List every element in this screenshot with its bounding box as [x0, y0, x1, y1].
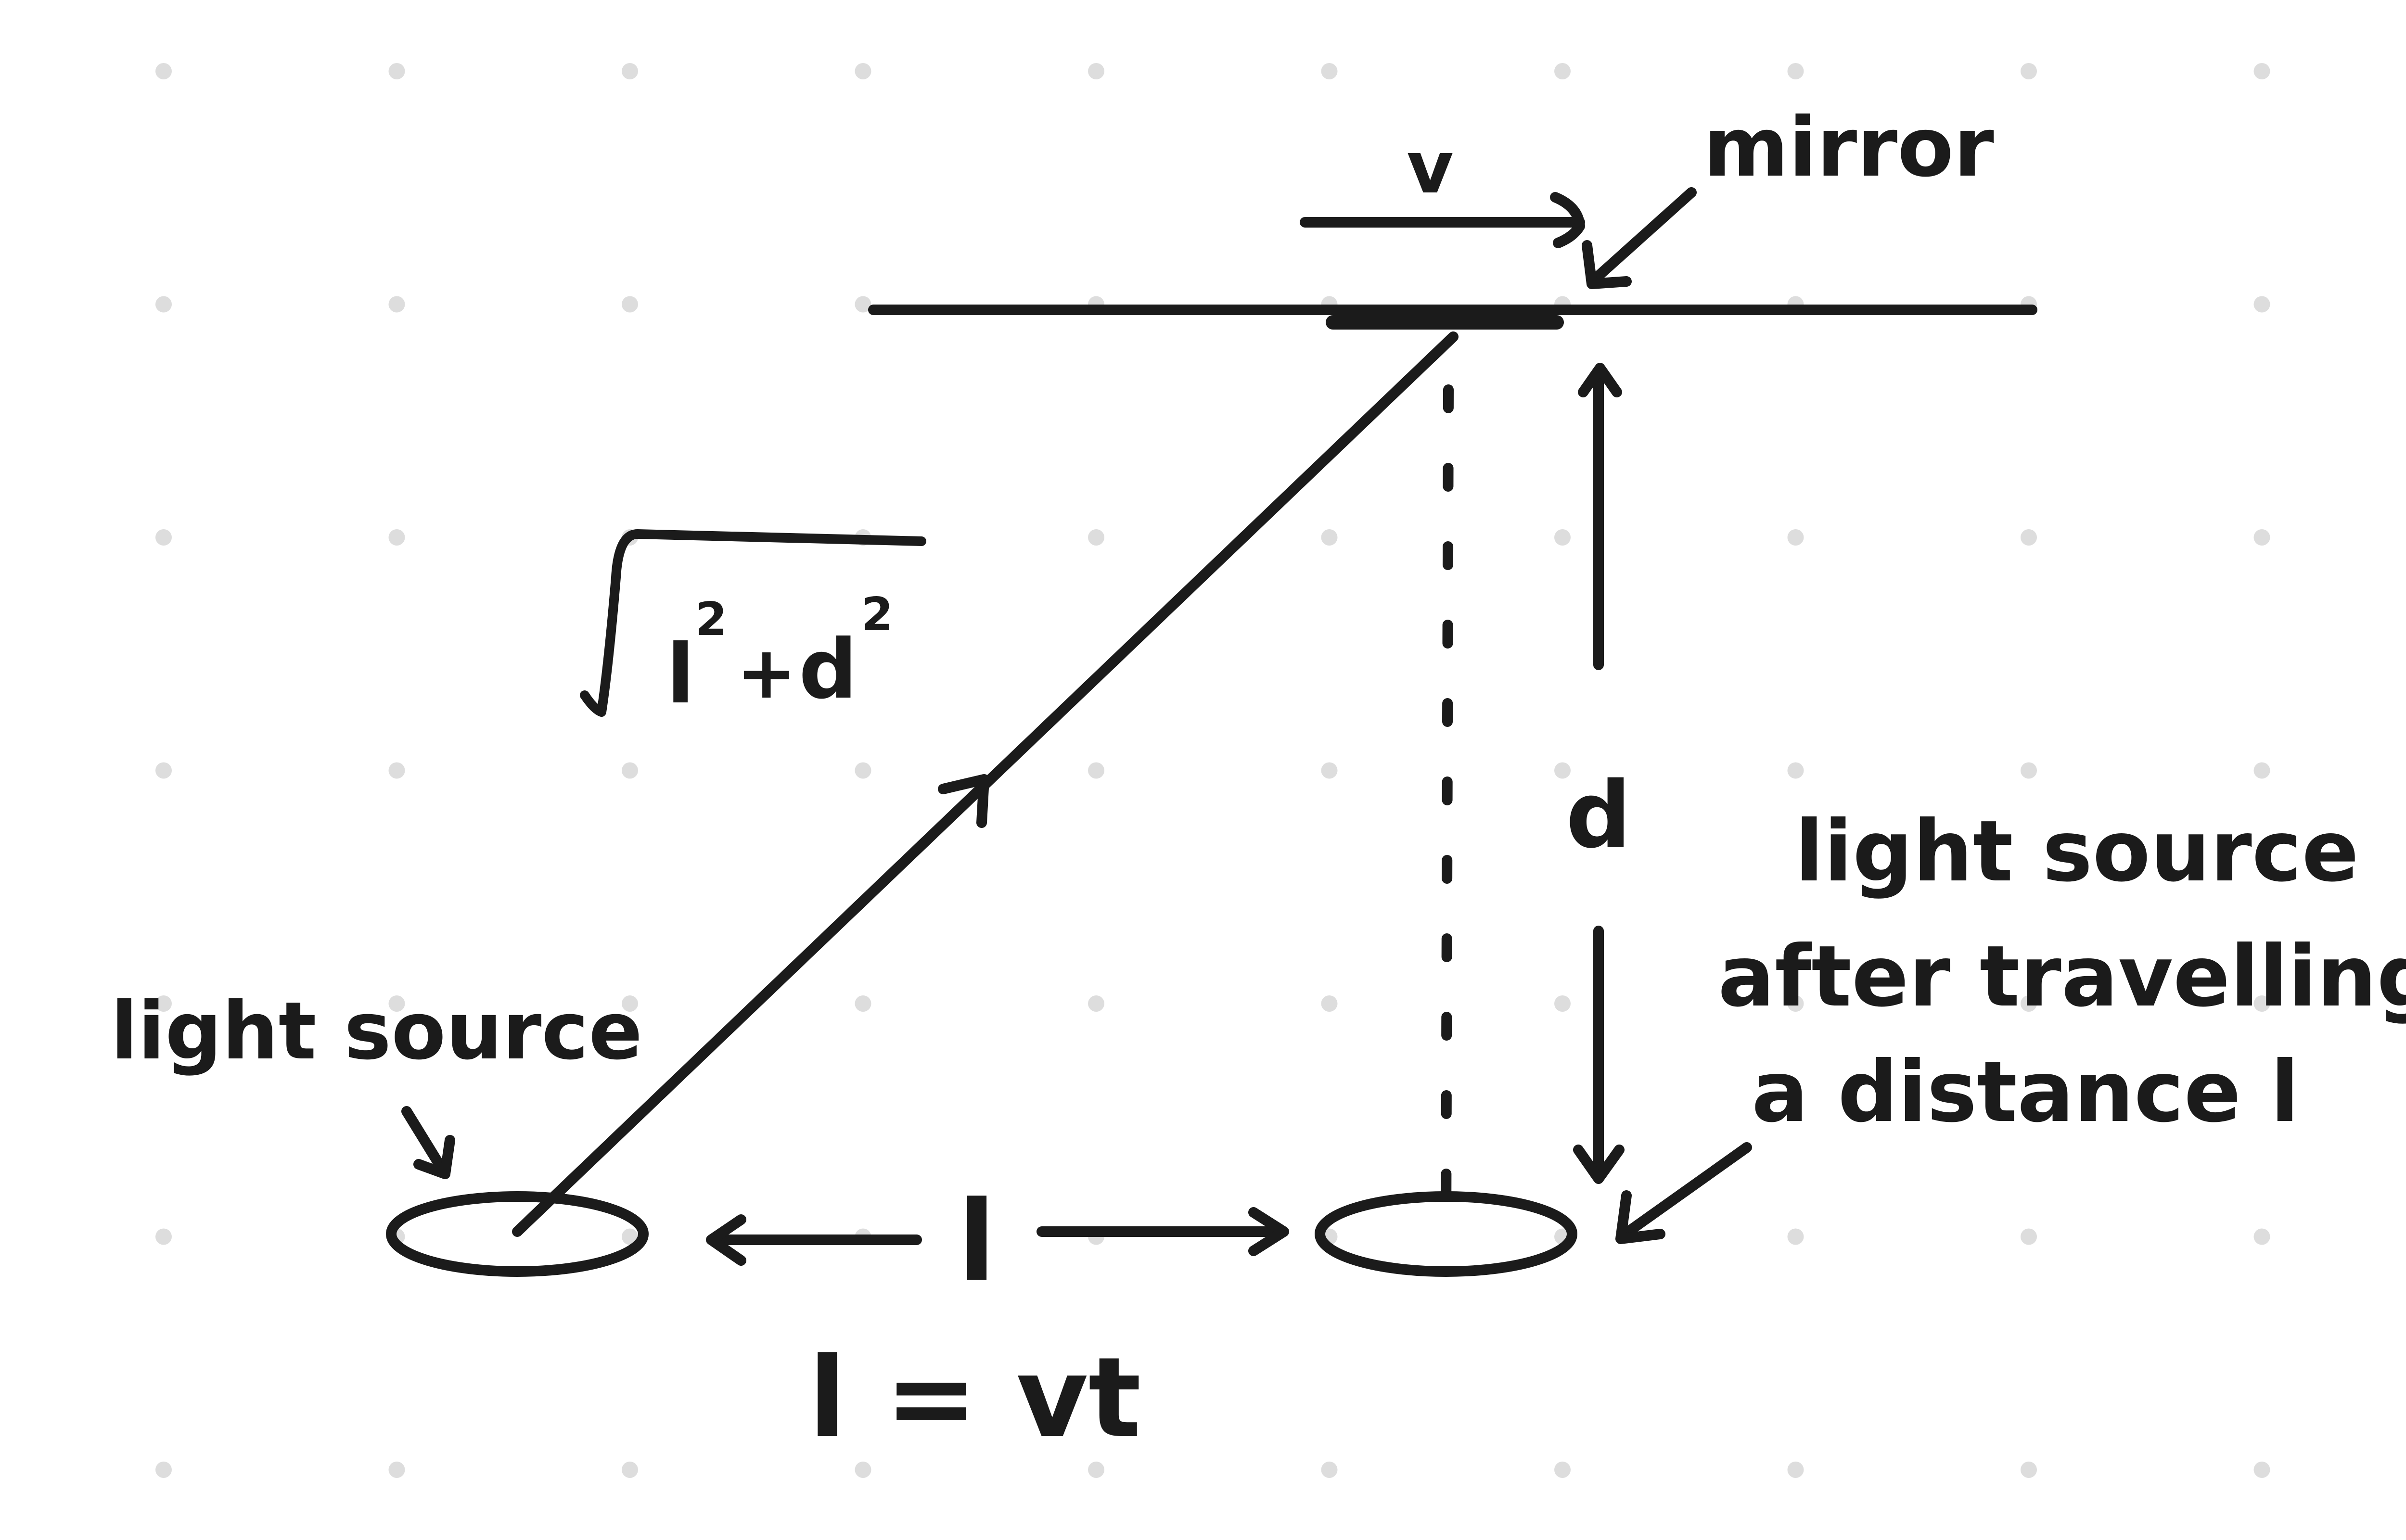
grid-dot [2021, 63, 2037, 79]
light-source-right-ellipse [1315, 1191, 1577, 1277]
grid-dot [1554, 63, 1571, 79]
grid-dot [2253, 995, 2270, 1012]
light-source-left-pointer-arrowhead-icon [413, 1135, 455, 1179]
light-source-right-label-line2: after travelling [1718, 928, 2406, 1026]
hypotenuse-d-label: d [799, 622, 857, 717]
grid-dot [1088, 1462, 1104, 1478]
grid-dot [855, 1462, 871, 1478]
grid-dot [2253, 762, 2270, 779]
light-source-right-label-line1: light source [1795, 803, 2359, 901]
mirror-label: mirror [1703, 100, 1994, 195]
grid-dot [1088, 63, 1104, 79]
light-ray-arrowhead-icon [938, 774, 989, 828]
grid-dot [2253, 1228, 2270, 1245]
grid-dot [155, 762, 172, 779]
equation-label: l = vt [808, 1334, 1141, 1463]
grid-dot [1554, 1462, 1571, 1478]
distance-l-arrowhead-right-icon [1248, 1207, 1289, 1256]
square-root-symbol-icon [580, 529, 926, 717]
hypotenuse-exponent-l-label: 2 [695, 593, 727, 646]
grid-dot [155, 529, 172, 546]
light-source-left-ellipse [386, 1191, 649, 1277]
grid-dot [2253, 63, 2270, 79]
grid-dot [2253, 1462, 2270, 1478]
grid-dot [1787, 1462, 1804, 1478]
grid-dot [1787, 1228, 1804, 1245]
mirror-pointer-arrow [1592, 187, 1697, 282]
grid-dot [155, 63, 172, 79]
hypotenuse-plus-label: + [736, 631, 797, 715]
grid-dot [1554, 762, 1571, 779]
grid-dot [2253, 529, 2270, 546]
distance-d-label: d [1566, 762, 1631, 868]
grid-dot [388, 762, 405, 779]
grid-dot [622, 1228, 638, 1245]
grid-dot [2021, 1462, 2037, 1478]
grid-dot [1088, 762, 1104, 779]
grid-dot [155, 1462, 172, 1478]
grid-dot [388, 1462, 405, 1478]
vertical-dashed-line [1441, 384, 1454, 1239]
grid-dot [1554, 529, 1571, 546]
grid-dot [155, 995, 172, 1012]
grid-dot [1088, 529, 1104, 546]
grid-dot [622, 762, 638, 779]
grid-dot [1088, 995, 1104, 1012]
grid-dot [1787, 63, 1804, 79]
velocity-label: v [1407, 126, 1454, 210]
grid-dot [388, 296, 405, 313]
grid-dot [622, 296, 638, 313]
grid-dot [155, 1228, 172, 1245]
grid-dot [2253, 296, 2270, 313]
hypotenuse-exponent-d-label: 2 [861, 588, 893, 641]
grid-dot [1787, 762, 1804, 779]
grid-dot [2021, 529, 2037, 546]
grid-dot [1321, 63, 1338, 79]
grid-dot [1321, 995, 1338, 1012]
grid-dot [2021, 995, 2037, 1012]
velocity-arrowhead-icon [1550, 192, 1585, 248]
grid-dot [1321, 762, 1338, 779]
grid-dot [1787, 995, 1804, 1012]
grid-dot [855, 296, 871, 313]
distance-d-arrowhead-up-icon [1578, 363, 1622, 397]
light-source-left-label: light source [111, 985, 642, 1077]
light-source-right-pointer [1616, 1142, 1752, 1242]
grid-dot [1321, 1462, 1338, 1478]
grid-dot [622, 1462, 638, 1478]
distance-l-label: l [958, 1178, 996, 1306]
grid-dot [388, 63, 405, 79]
grid-dot [2021, 762, 2037, 779]
grid-dot [1554, 995, 1571, 1012]
distance-d-arrowhead-down-icon [1573, 1145, 1625, 1184]
light-source-right-pointer-arrowhead-icon [1615, 1190, 1665, 1244]
grid-dot [2021, 1228, 2037, 1245]
grid-dot [155, 296, 172, 313]
grid-dot [388, 529, 405, 546]
grid-dot [622, 995, 638, 1012]
grid-dot [388, 995, 405, 1012]
distance-l-arrowhead-left-icon [706, 1214, 746, 1266]
light-source-left-pointer [401, 1106, 450, 1179]
grid-dot [1787, 529, 1804, 546]
grid-dot [855, 762, 871, 779]
light-source-right-label-line3: a distance l [1752, 1044, 2299, 1141]
grid-dot [1321, 529, 1338, 546]
grid-dot [622, 63, 638, 79]
grid-dot [855, 995, 871, 1012]
grid-dot [855, 63, 871, 79]
mirror-pointer-arrowhead-icon [1582, 240, 1632, 289]
hypotenuse-l-label: l [666, 627, 694, 722]
